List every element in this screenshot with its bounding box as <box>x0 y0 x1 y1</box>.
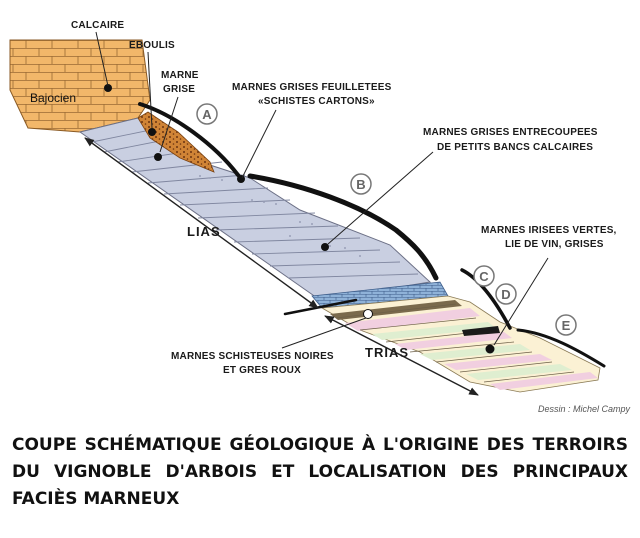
trias-layers <box>322 296 600 392</box>
marker-a: A <box>197 104 217 124</box>
geological-cross-section: A B C D E CALCAIRE EBOULIS MARNE GRISE B… <box>0 0 640 410</box>
svg-text:A: A <box>202 107 212 122</box>
drawing-credit: Dessin : Michel Campy <box>538 404 630 414</box>
marnes-irisees-point <box>486 345 495 354</box>
label-marnes-irisees-2: LIE DE VIN, GRISES <box>505 239 604 250</box>
svg-text:B: B <box>356 177 365 192</box>
label-eboulis: EBOULIS <box>129 40 175 51</box>
label-marnes-entrecoupees-1: MARNES GRISES ENTRECOUPEES <box>423 127 598 138</box>
label-marne-grise-1: MARNE <box>161 70 199 81</box>
label-marnes-schisteuses-2: ET GRES ROUX <box>223 365 301 376</box>
figure-caption: COUPE SCHÉMATIQUE GÉOLOGIQUE À L'ORIGINE… <box>12 432 628 513</box>
marnes-entrecoupees-point <box>321 243 329 251</box>
marnes-schisteuses-point <box>364 310 373 319</box>
lias-layers <box>80 118 448 308</box>
label-marnes-entrecoupees-2: DE PETITS BANCS CALCAIRES <box>437 142 593 153</box>
label-bajocien: Bajocien <box>30 91 76 105</box>
label-trias: TRIAS <box>365 345 409 360</box>
lias-lower-point <box>154 153 162 161</box>
svg-text:E: E <box>562 318 571 333</box>
marker-e: E <box>556 315 576 335</box>
label-lias: LIAS <box>187 224 221 239</box>
bajocien-block <box>10 40 150 132</box>
svg-text:D: D <box>501 287 510 302</box>
marker-c: C <box>474 266 494 286</box>
label-marnes-feuilletees-2: «SCHISTES CARTONS» <box>258 96 375 107</box>
label-marnes-schisteuses-1: MARNES SCHISTEUSES NOIRES <box>171 351 334 362</box>
label-calcaire: CALCAIRE <box>71 20 124 31</box>
label-marnes-irisees-1: MARNES IRISEES VERTES, <box>481 225 617 236</box>
svg-text:C: C <box>479 269 489 284</box>
marker-b: B <box>351 174 371 194</box>
label-marnes-feuilletees-1: MARNES GRISES FEUILLETEES <box>232 82 392 93</box>
label-marne-grise-2: GRISE <box>163 84 195 95</box>
eboulis-point <box>148 128 156 136</box>
marker-d: D <box>496 284 516 304</box>
